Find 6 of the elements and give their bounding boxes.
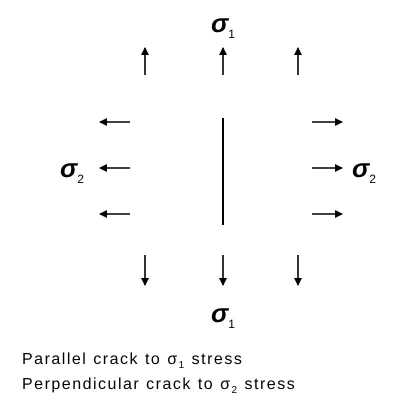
caption-text: Parallel crack to σ$_{1}$ stress [22, 352, 244, 372]
stress-label: σ$_{1}$ [211, 300, 235, 330]
caption-text: Perpendicular crack to σ$_{2}$ stress [22, 377, 296, 396]
stress-label: σ$_{1}$ [211, 10, 235, 40]
stress-label: σ$_{2}$ [60, 155, 84, 186]
stress-label: σ$_{2}$ [352, 155, 376, 186]
